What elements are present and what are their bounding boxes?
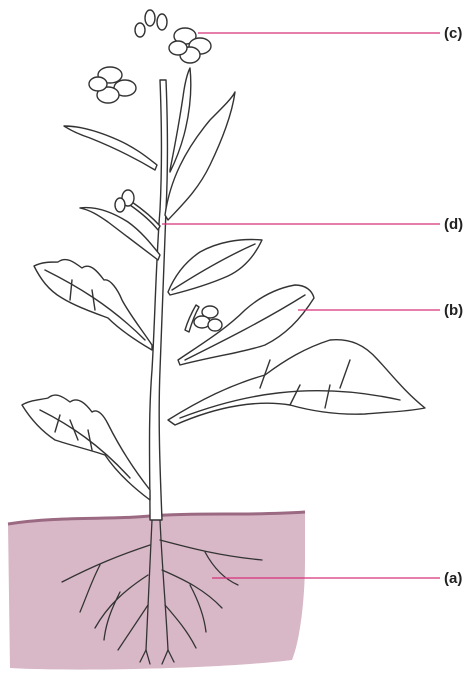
stem <box>150 80 168 520</box>
flower-left <box>89 67 136 103</box>
label-a: (a) <box>444 571 462 586</box>
flower-bud-left <box>115 190 134 212</box>
soil <box>8 512 305 670</box>
label-c: (c) <box>444 26 462 41</box>
leaf-narrow-mid <box>64 126 157 170</box>
label-b: (b) <box>444 303 463 318</box>
label-d: (d) <box>444 217 463 232</box>
plant <box>22 10 425 520</box>
flower-buds <box>135 10 167 37</box>
